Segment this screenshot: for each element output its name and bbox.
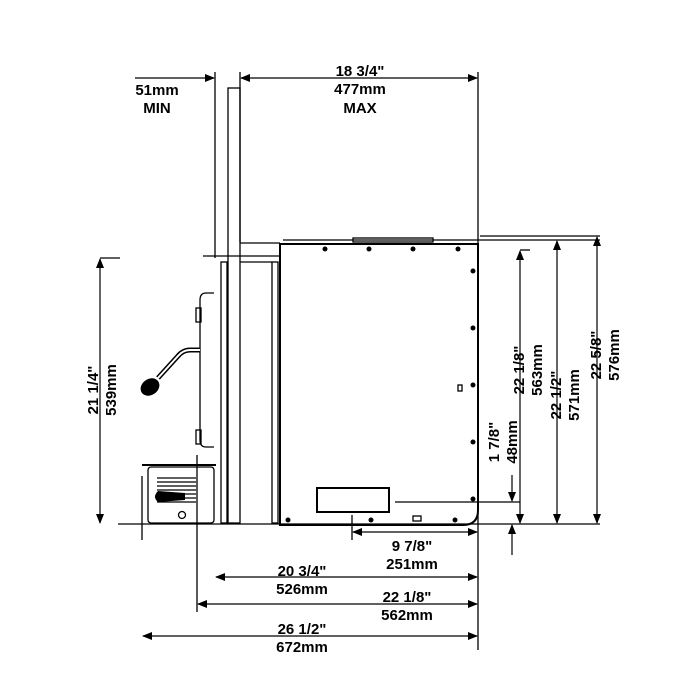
- vent-opening: [316, 487, 390, 513]
- label-251mm: 251mm: [386, 556, 438, 573]
- label-26-1-2: 26 1/2": [278, 621, 327, 638]
- label-571mm: 571mm: [566, 369, 583, 421]
- dimension-arrows: [96, 74, 601, 640]
- label-477mm: 477mm: [334, 81, 386, 98]
- label-max: MAX: [343, 100, 376, 117]
- label-9-7-8: 9 7/8": [392, 538, 432, 555]
- label-539mm: 539mm: [103, 364, 120, 416]
- label-21-1-4: 21 1/4": [85, 366, 102, 415]
- label-22-1-8-d: 22 1/8": [383, 589, 432, 606]
- label-20-3-4: 20 3/4": [278, 563, 327, 580]
- label-51mm: 51mm: [135, 82, 178, 99]
- wall-post: [203, 72, 280, 524]
- label-22-1-8-h: 22 1/8": [511, 346, 528, 395]
- extension-lines: [100, 72, 600, 650]
- label-48mm: 48mm: [504, 420, 521, 463]
- label-576mm: 576mm: [606, 329, 623, 381]
- door-panel: [195, 292, 214, 448]
- label-18-3-4: 18 3/4": [336, 63, 385, 80]
- label-min: MIN: [143, 100, 171, 117]
- label-22-5-8: 22 5/8": [588, 331, 605, 380]
- label-672mm: 672mm: [276, 639, 328, 656]
- label-22-1-2: 22 1/2": [548, 371, 565, 420]
- heater-box: [141, 455, 216, 612]
- label-563mm: 563mm: [529, 344, 546, 396]
- label-1-7-8: 1 7/8": [486, 422, 503, 462]
- fastener-dots: [285, 246, 476, 523]
- label-526mm: 526mm: [276, 581, 328, 598]
- label-562mm: 562mm: [381, 607, 433, 624]
- handle-knob-icon: [140, 378, 160, 396]
- door-handle: [140, 347, 200, 396]
